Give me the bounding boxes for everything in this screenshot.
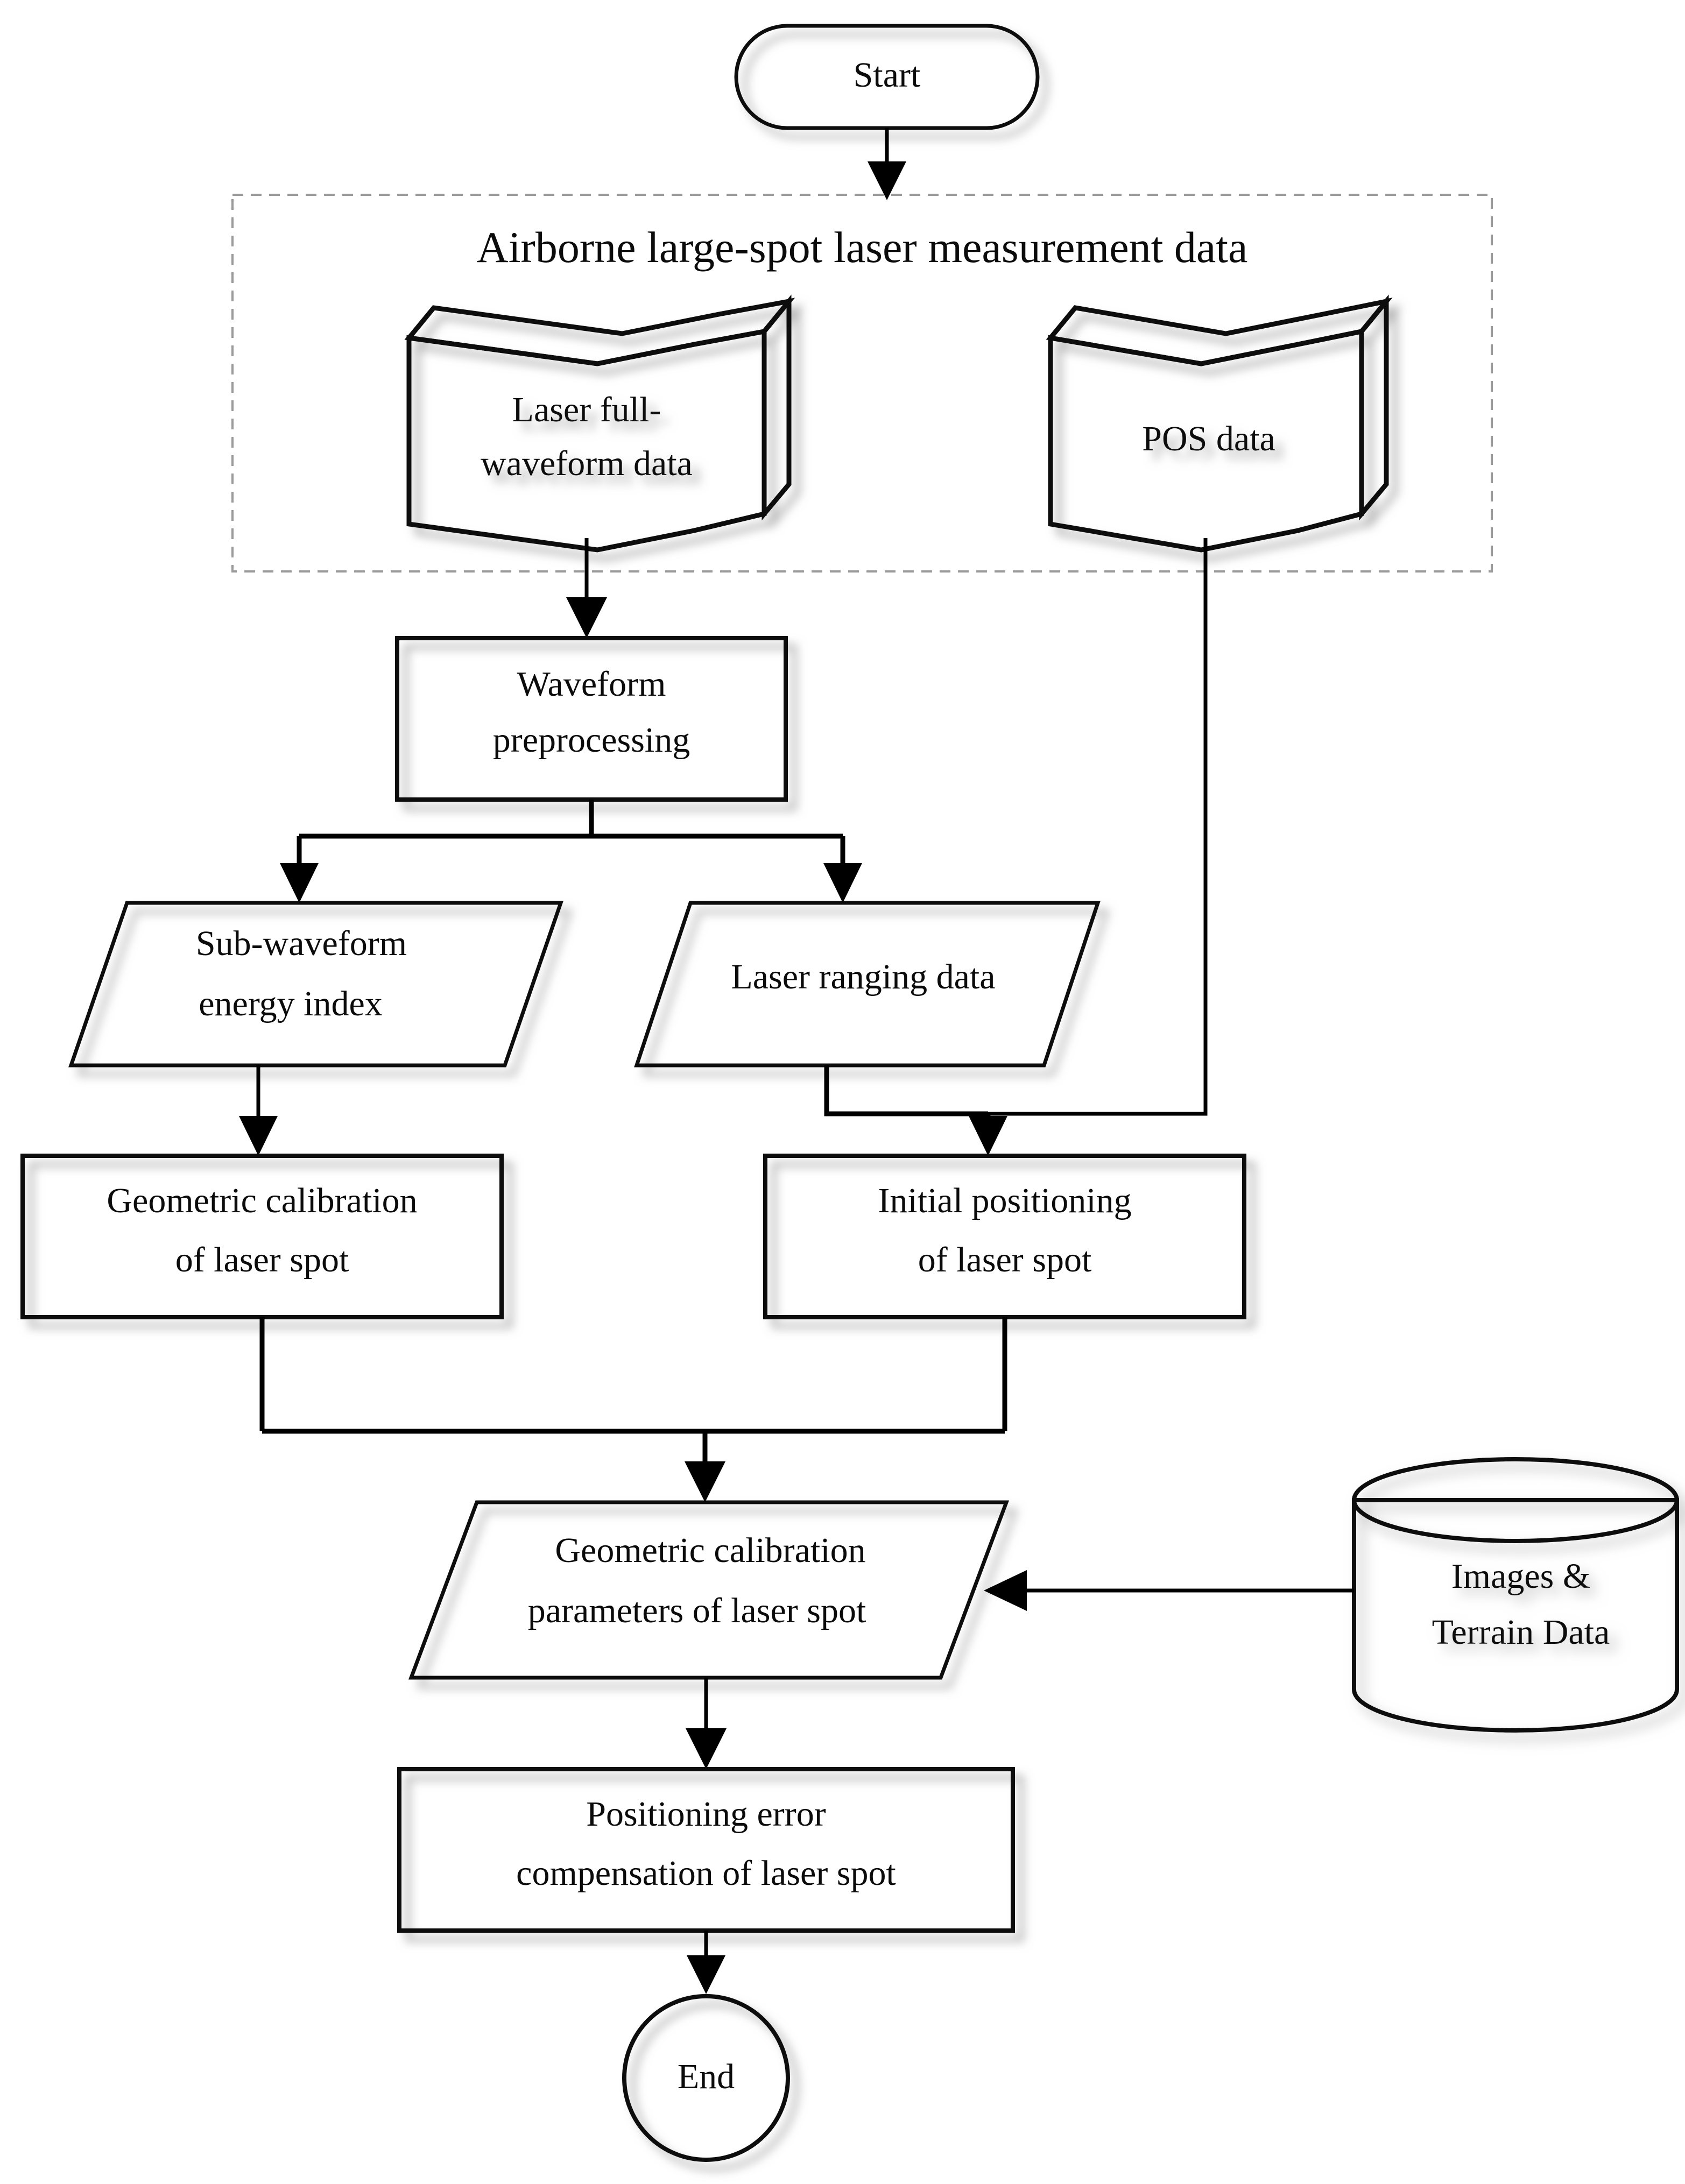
arrowhead-down-params	[685, 1461, 725, 1502]
arrowhead-down-preproc	[566, 597, 607, 638]
arrowhead-down-errcomp	[686, 1728, 727, 1769]
initpos-shape	[763, 1154, 1246, 1319]
geocal-label-line1: Geometric calibration	[107, 1181, 417, 1220]
imagery-label-line2: Terrain Data	[1432, 1613, 1610, 1652]
imagery-cylinder-top	[1352, 1457, 1679, 1543]
node-pos-data[interactable]: POS data	[1046, 294, 1393, 553]
node-end[interactable]: End	[622, 1994, 790, 2162]
params-shape	[408, 1500, 1010, 1680]
end-label: End	[678, 2057, 735, 2096]
params-label-line2: parameters of laser spot	[528, 1591, 866, 1630]
preproc-label-line1: Waveform	[517, 665, 666, 704]
errcomp-shape	[397, 1767, 1015, 1933]
waveform-label-line2: waveform data	[481, 444, 693, 483]
node-geometric-calibration-of-laser-spot[interactable]: Geometric calibration of laser spot	[20, 1154, 504, 1319]
pos-label-line1: POS data	[1142, 419, 1275, 458]
arrowhead-down-start	[868, 161, 906, 200]
arrowhead-down-end	[687, 1955, 725, 1994]
node-laser-full-waveform-data[interactable]: Laser full- waveform data	[404, 294, 795, 553]
end-shape	[622, 1994, 790, 2162]
node-initial-positioning-of-laser-spot[interactable]: Initial positioning of laser spot	[763, 1154, 1246, 1319]
node-geometric-calibration-parameters[interactable]: Geometric calibration parameters of lase…	[408, 1500, 1010, 1680]
node-start[interactable]: Start	[734, 24, 1040, 130]
edge-preproc-split-bus	[297, 800, 845, 876]
waveform-top-bevel	[404, 298, 795, 366]
edge-pos-right-rail	[988, 538, 1208, 1116]
arrowhead-down-ranging	[823, 863, 862, 903]
group-box-airborne-data	[231, 194, 1493, 572]
preproc-shape	[395, 636, 788, 802]
arrowhead-left-params	[984, 1570, 1027, 1611]
imagery-label-line1: Images &	[1451, 1557, 1590, 1596]
arrowhead-down-subwave	[280, 863, 319, 903]
node-positioning-error-compensation[interactable]: Positioning error compensation of laser …	[397, 1767, 1015, 1933]
errcomp-label-line1: Positioning error	[586, 1794, 826, 1834]
node-laser-ranging-data[interactable]: Laser ranging data	[634, 901, 1101, 1068]
node-images-terrain-data[interactable]: Images & Terrain Data	[1352, 1457, 1679, 1733]
edge-merge-to-params-bus	[259, 1317, 1007, 1472]
initpos-label-line2: of laser spot	[918, 1240, 1092, 1280]
waveform-label-line1: Laser full-	[512, 390, 661, 429]
group-box-title: Airborne large-spot laser measurement da…	[477, 223, 1248, 272]
preproc-label-line2: preprocessing	[493, 720, 690, 760]
subwave-shape	[68, 901, 563, 1068]
pos-top-bevel	[1046, 298, 1393, 366]
imagery-cylinder-body	[1352, 1498, 1679, 1733]
ranging-label-line1: Laser ranging data	[731, 957, 995, 996]
node-waveform-preprocessing[interactable]: Waveform preprocessing	[395, 636, 788, 802]
ranging-shape	[634, 901, 1101, 1068]
arrowhead-down-initpos	[969, 1116, 1007, 1156]
geocal-label-line2: of laser spot	[175, 1240, 349, 1280]
initpos-label-line1: Initial positioning	[878, 1181, 1131, 1220]
edge-ranging-to-initpos-bus	[824, 1065, 988, 1116]
subwave-label-line1: Sub-waveform	[196, 924, 407, 963]
errcomp-label-line2: compensation of laser spot	[516, 1854, 896, 1893]
subwave-label-line2: energy index	[199, 984, 383, 1023]
waveform-side-panel	[762, 294, 792, 521]
node-sub-waveform-energy-index[interactable]: Sub-waveform energy index	[68, 901, 563, 1068]
arrowhead-down-geocal	[239, 1116, 278, 1156]
start-label: Start	[854, 55, 921, 95]
pos-side-panel	[1359, 294, 1389, 521]
params-label-line1: Geometric calibration	[555, 1531, 865, 1570]
geocal-shape	[20, 1154, 504, 1319]
